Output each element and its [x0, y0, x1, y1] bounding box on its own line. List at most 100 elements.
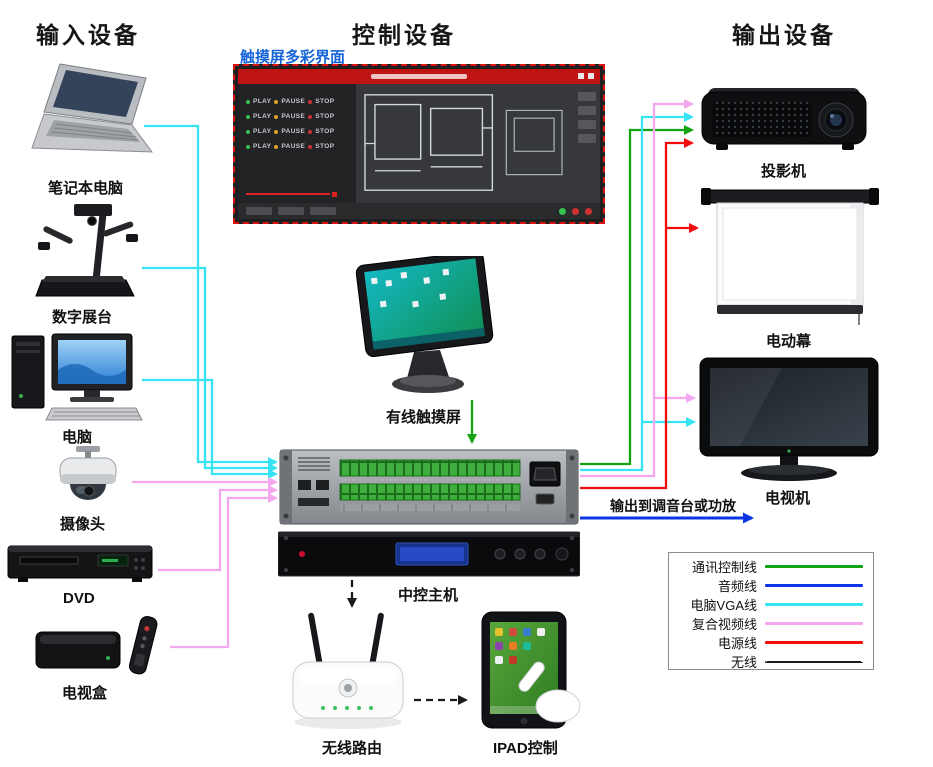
touch-ui-body: PLAY PAUSE STOP PLAY PAUSE STOP PLAY PAUSE STO… [238, 84, 600, 203]
touch-ui-row: PLAY PAUSE STOP [246, 109, 348, 124]
play-icon [246, 144, 250, 149]
floorplan-drawing [364, 94, 563, 191]
legend-item-comm: 通讯控制线 [679, 557, 863, 576]
device-touch-screen [348, 250, 502, 409]
tv-icon [699, 357, 879, 481]
label-laptop: 笔记本电脑 [48, 180, 124, 197]
wire-video-host-to-projector [580, 99, 694, 478]
stop-icon [308, 114, 313, 119]
wire-vga-laptop-to-host [144, 124, 278, 467]
wire-video-dvd-to-host [158, 485, 278, 572]
label-dvd: DVD [63, 590, 95, 607]
close-icon [588, 73, 594, 79]
wire-power-host-to-projector [580, 138, 694, 490]
router-icon [292, 612, 404, 729]
motor-screen-icon [701, 188, 879, 325]
play-label: PLAY [253, 113, 272, 120]
play-label: PLAY [253, 143, 272, 150]
stop-label: STOP [315, 113, 335, 120]
minimize-icon [578, 73, 584, 79]
legend-item-label: 电脑VGA线 [690, 598, 757, 613]
camera-icon [59, 446, 117, 500]
label-camera: 摄像头 [60, 516, 106, 533]
pause-icon [274, 99, 279, 104]
stop-label: STOP [315, 128, 335, 135]
wire-video-tvbox-to-host [170, 493, 278, 649]
status-led-green [559, 207, 566, 215]
legend-item-label: 电源线 [717, 636, 757, 651]
device-laptop [24, 62, 156, 179]
legend-item-label: 复合视频线 [691, 617, 757, 632]
play-icon [246, 99, 250, 104]
device-dvd [6, 538, 154, 595]
label-router: 无线路由 [322, 740, 383, 757]
label-doc-camera: 数字展台 [52, 309, 113, 326]
touch-ui-titlebar [238, 69, 600, 84]
label-tv-box: 电视盒 [62, 685, 108, 702]
header-input-devices: 输入设备 [36, 22, 140, 48]
legend-line-comm [765, 565, 863, 568]
dvd-player-icon [7, 545, 153, 582]
legend-item-label: 无线 [730, 655, 757, 670]
device-router [281, 610, 415, 737]
touch-ui-bottom-button [310, 207, 336, 215]
label-control-host: 中控主机 [398, 587, 459, 604]
stop-icon [308, 99, 313, 104]
label-ipad: IPAD控制 [493, 740, 558, 757]
touch-ui-divider [246, 193, 330, 195]
legend-item-video: 复合视频线 [679, 614, 863, 633]
legend-item-vga: 电脑VGA线 [679, 595, 863, 614]
wire-vga-doccam-to-host [142, 266, 278, 473]
label-projector: 投影机 [761, 163, 807, 180]
legend-item-audio: 音频线 [679, 576, 863, 595]
label-touch-screen: 有线触摸屏 [386, 409, 462, 426]
doc-camera-icon [35, 204, 138, 297]
ipad-icon [481, 611, 581, 729]
header-output-devices: 输出设备 [732, 22, 836, 48]
touch-ui-bottom-button [278, 207, 304, 215]
stop-label: STOP [315, 143, 335, 150]
stop-icon [308, 129, 313, 134]
play-icon [246, 114, 250, 119]
play-label: PLAY [253, 98, 272, 105]
play-label: PLAY [253, 128, 272, 135]
label-motor-screen: 电动幕 [766, 333, 812, 350]
pause-icon [274, 129, 279, 134]
desktop-pc-icon [11, 333, 143, 421]
legend-line-vga [765, 603, 863, 606]
legend-line-audio [765, 584, 863, 587]
status-led-red [572, 207, 579, 215]
device-doc-camera [34, 198, 142, 309]
pause-icon [274, 144, 279, 149]
touch-ui-row: PLAY PAUSE STOP [246, 139, 348, 154]
play-icon [246, 129, 250, 134]
device-camera [44, 446, 132, 517]
touch-ui-row: PLAY PAUSE STOP [246, 94, 348, 109]
projector-icon [701, 88, 867, 150]
legend-item-wireless: 无线 [679, 652, 863, 671]
control-host-icon [277, 449, 581, 577]
device-tv-box [34, 610, 166, 685]
device-desktop-pc [10, 330, 144, 431]
label-tv: 电视机 [765, 490, 811, 507]
touch-ui-floorplan-area [356, 84, 600, 203]
device-motor-screen [701, 188, 879, 333]
touch-ui-source-list: PLAY PAUSE STOP PLAY PAUSE STOP PLAY PAUSE STO… [238, 84, 356, 203]
device-control-host [277, 446, 581, 585]
pause-label: PAUSE [281, 98, 306, 105]
touch-ui-red-marker [332, 192, 337, 197]
pause-label: PAUSE [281, 113, 306, 120]
pause-icon [274, 114, 279, 119]
mixer-output-annotation: 输出到调音台或功放 [610, 498, 736, 514]
touch-ui-screenshot: PLAY PAUSE STOP PLAY PAUSE STOP PLAY PAUSE STO… [238, 69, 600, 219]
stop-label: STOP [315, 98, 335, 105]
touch-ui-side-buttons [578, 92, 596, 143]
pause-label: PAUSE [281, 143, 306, 150]
touch-screen-icon [355, 250, 494, 393]
legend-item-label: 通讯控制线 [691, 560, 757, 575]
device-projector [696, 76, 874, 165]
legend-item-power: 电源线 [679, 633, 863, 652]
legend-item-label: 音频线 [717, 579, 757, 594]
